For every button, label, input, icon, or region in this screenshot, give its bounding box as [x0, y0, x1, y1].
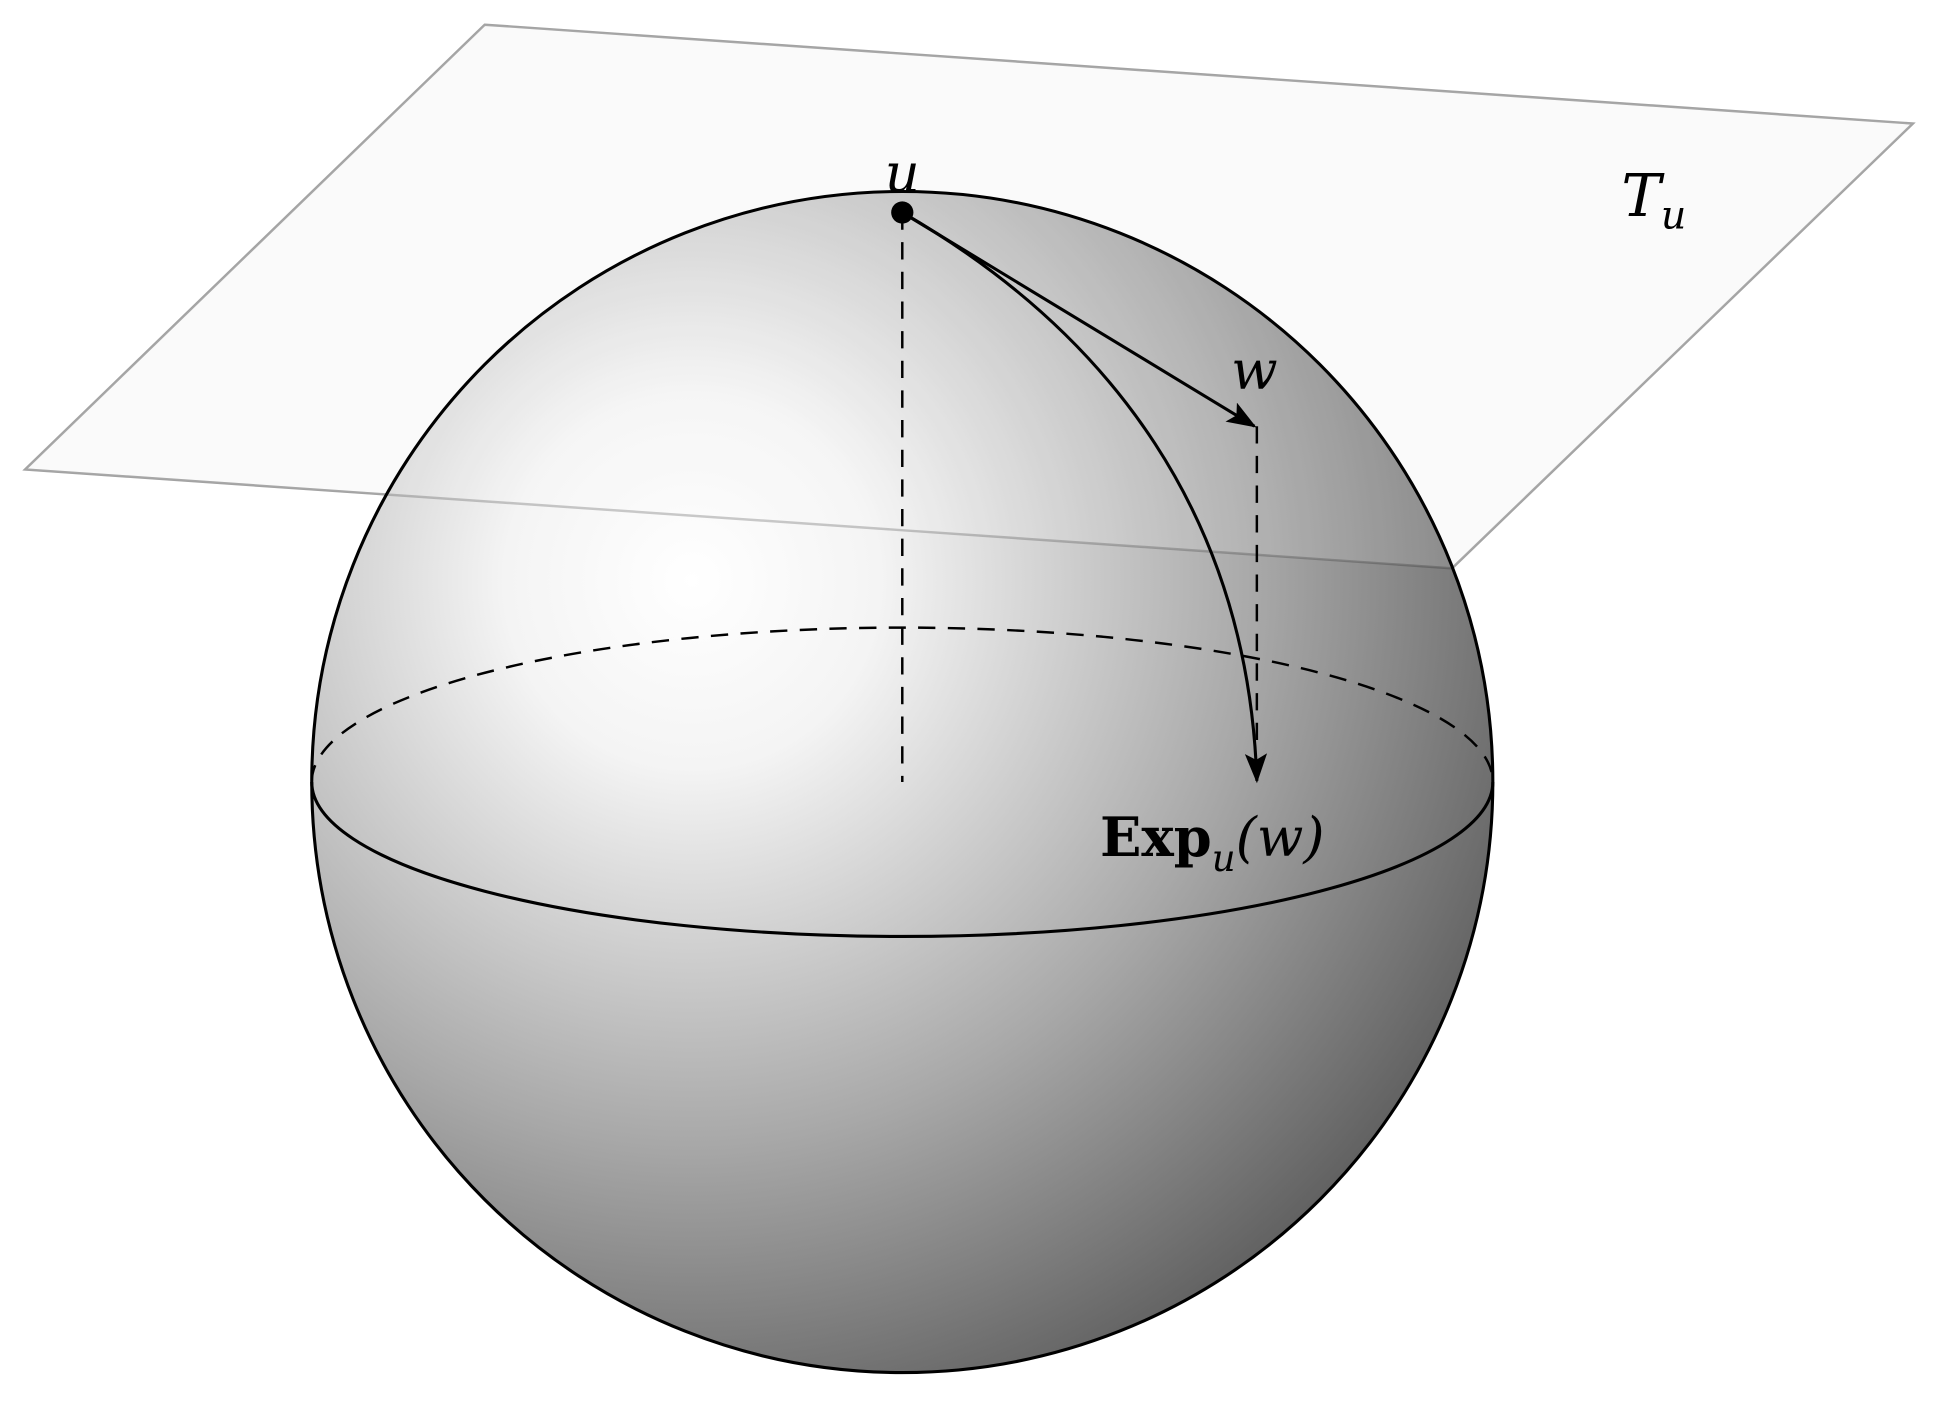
equator-front [310, 782, 1495, 939]
geodesic-curve [901, 211, 1268, 784]
tangent-plane-overlay [22, 23, 1916, 570]
label-u: u [885, 141, 920, 204]
label-tangent-plane: Tu [1621, 161, 1686, 238]
label-w: w [1231, 339, 1278, 402]
label-exp-map: Expu(w) [1100, 805, 1325, 880]
point-u [891, 201, 914, 224]
